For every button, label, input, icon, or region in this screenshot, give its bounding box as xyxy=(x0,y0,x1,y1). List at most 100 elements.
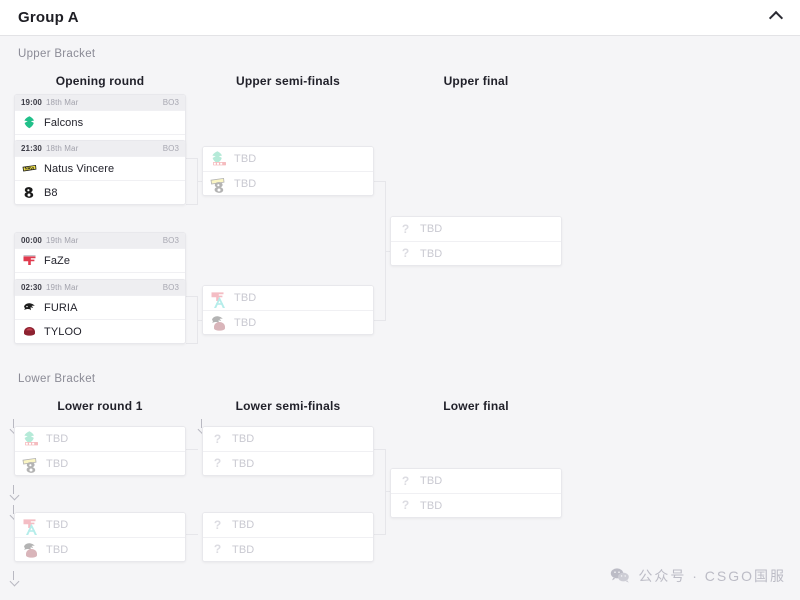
team-row[interactable]: ? TBD xyxy=(203,513,373,537)
page-title: Group A xyxy=(18,9,79,26)
team-row[interactable]: TBD xyxy=(203,171,373,195)
drop-arrow-icon xyxy=(9,419,18,433)
team-name: TBD xyxy=(234,316,257,329)
question-icon: ? xyxy=(213,542,222,556)
round-title-lower-round1: Lower round 1 xyxy=(57,399,143,413)
match-card[interactable]: TBD TBD xyxy=(202,285,374,335)
team-row[interactable]: TBD xyxy=(203,310,373,334)
question-icon: ? xyxy=(401,246,410,260)
group-header[interactable]: Group A xyxy=(0,0,800,36)
team-name: TBD xyxy=(46,433,69,445)
bracket-body: Upper Bracket Opening round Upper semi-f… xyxy=(0,36,800,600)
match-header: 19:00 18th Mar BO3 xyxy=(15,95,185,110)
team-name: B8 xyxy=(44,186,58,199)
team-row[interactable]: ? TBD xyxy=(203,537,373,561)
match-card[interactable]: 02:30 19th Mar BO3 FURIA TYLOO xyxy=(14,279,186,344)
round-title-upper-final: Upper final xyxy=(443,74,509,88)
match-date: 18th Mar xyxy=(45,98,79,107)
furia-tyloo-stack-icon xyxy=(22,542,39,558)
team-row[interactable]: FaZe xyxy=(15,248,185,272)
match-header: 02:30 19th Mar BO3 xyxy=(15,280,185,295)
team-row[interactable]: FURIA xyxy=(15,295,185,319)
team-name: TBD xyxy=(232,543,255,556)
match-card[interactable]: ? TBD ? TBD xyxy=(202,426,374,476)
match-card[interactable]: TBD TBD xyxy=(14,512,186,562)
faze-logo xyxy=(22,253,37,268)
team-row[interactable]: TYLOO xyxy=(15,319,185,343)
team-row[interactable]: ? TBD xyxy=(391,469,561,493)
round-title-lower-semis: Lower semi-finals xyxy=(235,399,341,413)
faze-aurora-stack-icon xyxy=(210,291,227,308)
drop-arrow-icon xyxy=(9,571,18,585)
team-row[interactable]: TBD xyxy=(15,537,185,561)
team-row[interactable]: ? TBD xyxy=(391,217,561,241)
team-name: TYLOO xyxy=(44,325,82,338)
match-date: 18th Mar xyxy=(45,144,79,153)
round-title-lower-final: Lower final xyxy=(443,399,509,413)
team-name: FaZe xyxy=(44,254,71,267)
match-format: BO3 xyxy=(162,144,179,153)
question-icon: ? xyxy=(213,431,222,446)
team-row[interactable]: B8 xyxy=(15,180,185,204)
team-name: TBD xyxy=(234,177,257,190)
lower-bracket-label: Lower Bracket xyxy=(18,373,96,385)
match-card[interactable]: 21:30 18th Mar BO3 NAVI Natus Vincere B8 xyxy=(14,140,186,205)
furia-logo xyxy=(22,300,37,315)
team-row[interactable]: ? TBD xyxy=(391,241,561,265)
upper-bracket-label: Upper Bracket xyxy=(18,48,96,60)
team-name: TBD xyxy=(420,475,443,487)
match-header: 00:00 19th Mar BO3 xyxy=(15,233,185,248)
navi-b8-stack-icon xyxy=(210,176,227,193)
question-icon: ? xyxy=(213,456,222,470)
team-name: TBD xyxy=(232,457,255,470)
team-name: Falcons xyxy=(44,116,84,129)
navi-b8-stack-icon xyxy=(22,456,39,473)
team-name: TBD xyxy=(420,499,443,512)
svg-text:NAVI: NAVI xyxy=(25,166,34,171)
match-time: 02:30 xyxy=(21,283,42,292)
match-date: 19th Mar xyxy=(45,236,79,245)
team-name: TBD xyxy=(46,457,69,470)
falcons-nrg-stack-icon xyxy=(22,430,39,447)
match-card[interactable]: TBD TBD xyxy=(202,146,374,196)
b8-logo xyxy=(22,185,37,200)
match-header: 21:30 18th Mar BO3 xyxy=(15,141,185,156)
team-row[interactable]: ? TBD xyxy=(391,493,561,517)
watermark: 公众号 · CSGO国服 xyxy=(610,566,786,586)
match-time: 00:00 xyxy=(21,236,42,245)
team-row[interactable]: TBD xyxy=(15,427,185,451)
round-title-upper-semis: Upper semi-finals xyxy=(235,74,341,88)
team-row[interactable]: ? TBD xyxy=(203,451,373,475)
match-card[interactable]: TBD TBD xyxy=(14,426,186,476)
match-date: 19th Mar xyxy=(45,283,79,292)
watermark-text: 公众号 · CSGO国服 xyxy=(638,568,786,584)
faze-aurora-stack-icon xyxy=(22,518,39,535)
team-name: TBD xyxy=(234,153,257,165)
drop-arrow-icon xyxy=(197,419,206,433)
wechat-icon xyxy=(610,567,630,586)
team-row[interactable]: TBD xyxy=(15,451,185,475)
round-title-opening: Opening round xyxy=(55,74,145,88)
team-row[interactable]: TBD xyxy=(203,147,373,171)
team-row[interactable]: TBD xyxy=(15,513,185,537)
chevron-up-icon[interactable] xyxy=(771,13,782,20)
tyloo-logo xyxy=(22,324,37,339)
question-icon: ? xyxy=(401,498,410,512)
furia-tyloo-stack-icon xyxy=(210,315,227,331)
falcons-nrg-stack-icon xyxy=(210,150,227,167)
question-icon: ? xyxy=(213,517,222,532)
team-name: TBD xyxy=(420,247,443,260)
match-card[interactable]: ? TBD ? TBD xyxy=(390,216,562,266)
team-name: FURIA xyxy=(44,301,78,314)
team-row[interactable]: NAVI Natus Vincere xyxy=(15,156,185,180)
team-row[interactable]: ? TBD xyxy=(203,427,373,451)
team-row[interactable]: Falcons xyxy=(15,110,185,134)
team-row[interactable]: TBD xyxy=(203,286,373,310)
match-card[interactable]: ? TBD ? TBD xyxy=(202,512,374,562)
team-name: TBD xyxy=(234,292,257,304)
match-card[interactable]: ? TBD ? TBD xyxy=(390,468,562,518)
team-name: TBD xyxy=(420,223,443,235)
team-name: TBD xyxy=(46,543,69,556)
team-name: TBD xyxy=(232,433,255,445)
